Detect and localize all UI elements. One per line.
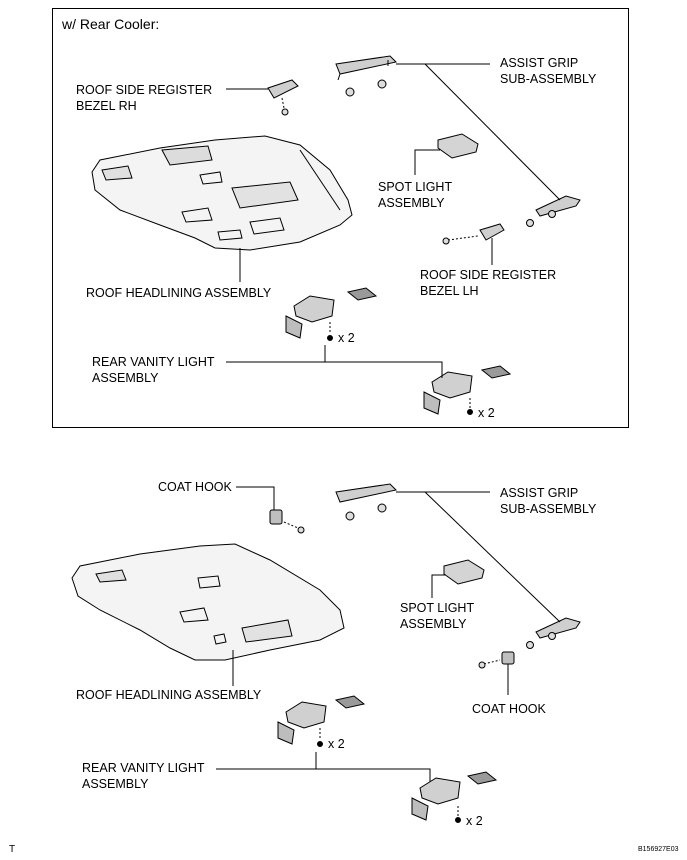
rear-vanity-light-label-line2: ASSEMBLY	[82, 777, 149, 791]
roof-side-register-lh-label-line2: BEZEL LH	[420, 284, 479, 298]
roof-side-register-rh-part	[267, 79, 299, 116]
roof-side-register-rh-label-line1: ROOF SIDE REGISTER	[76, 83, 213, 97]
roof-headlining-part-2	[71, 543, 345, 661]
assist-grip-label-line2: SUB-ASSEMBLY	[500, 502, 597, 516]
roof-headlining-label: ROOF HEADLINING ASSEMBLY	[76, 688, 262, 702]
spot-light-label-line2: ASSEMBLY	[378, 196, 445, 210]
spot-light-part	[437, 133, 479, 159]
quantity-label: x 2	[466, 814, 483, 828]
spot-light-part-2	[443, 559, 485, 585]
assist-grip-label-line2: SUB-ASSEMBLY	[500, 72, 597, 86]
roof-side-register-lh-label-line1: ROOF SIDE REGISTER	[420, 268, 557, 282]
roof-headlining-label: ROOF HEADLINING ASSEMBLY	[86, 286, 272, 300]
roof-side-register-lh-part	[442, 223, 505, 245]
assist-grip-part	[335, 55, 581, 227]
rear-vanity-light-label-line2: ASSEMBLY	[92, 371, 159, 385]
panel-title: w/ Rear Cooler:	[62, 16, 160, 32]
assist-grip-label-line1: ASSIST GRIP	[500, 486, 579, 500]
quantity-label: x 2	[338, 331, 355, 345]
spot-light-label-line1: SPOT LIGHT	[378, 180, 453, 194]
coat-hook-part-2	[478, 651, 515, 669]
quantity-label: x 2	[478, 406, 495, 420]
assist-grip-part-2	[335, 483, 581, 649]
rear-vanity-light-part-2	[277, 695, 498, 823]
top-panel-frame	[52, 8, 629, 428]
roof-headlining-part	[91, 135, 353, 251]
rear-vanity-light-part	[285, 287, 512, 415]
rear-vanity-light-label-line1: REAR VANITY LIGHT	[92, 355, 215, 369]
roof-side-register-rh-label-line2: BEZEL RH	[76, 99, 137, 113]
spot-light-label-line1: SPOT LIGHT	[400, 601, 475, 615]
coat-hook-part	[269, 509, 305, 534]
quantity-label: x 2	[328, 737, 345, 751]
coat-hook-label: COAT HOOK	[472, 702, 546, 716]
footer-mark: T	[9, 844, 16, 855]
figure-id: B156927E03	[638, 846, 679, 853]
rear-vanity-light-label-line1: REAR VANITY LIGHT	[82, 761, 205, 775]
coat-hook-label: COAT HOOK	[158, 480, 232, 494]
spot-light-label-line2: ASSEMBLY	[400, 617, 467, 631]
assist-grip-label-line1: ASSIST GRIP	[500, 56, 579, 70]
